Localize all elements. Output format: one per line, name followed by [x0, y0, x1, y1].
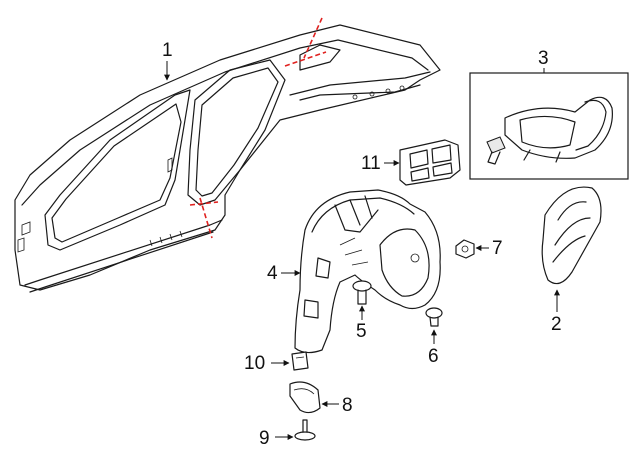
- svg-text:2: 2: [551, 314, 562, 335]
- cut-lines: [189, 17, 327, 239]
- callout-4: 4: [267, 263, 301, 284]
- callout-1: 1: [162, 40, 173, 81]
- svg-text:3: 3: [538, 48, 549, 69]
- body-side-panel: [14, 24, 441, 293]
- svg-text:9: 9: [259, 428, 270, 449]
- callout-9: 9: [259, 428, 294, 449]
- pressure-vent: [399, 139, 461, 186]
- splash-shield-8: [289, 381, 321, 414]
- svg-text:11: 11: [361, 153, 381, 174]
- fastener-6: [425, 307, 443, 327]
- svg-text:7: 7: [492, 238, 503, 259]
- callout-7: 7: [475, 238, 503, 259]
- svg-text:1: 1: [162, 40, 173, 61]
- callout-3: 3: [538, 48, 549, 73]
- svg-text:10: 10: [244, 353, 265, 374]
- fuel-door-housing-box: [469, 72, 629, 180]
- callout-5: 5: [356, 305, 367, 342]
- callout-2: 2: [551, 289, 562, 335]
- fastener-5: [352, 280, 372, 305]
- svg-text:4: 4: [267, 263, 278, 284]
- fastener-7: [455, 239, 475, 259]
- callout-11: 11: [361, 153, 400, 174]
- wheelhouse-liner: [294, 189, 441, 354]
- callout-6: 6: [428, 329, 439, 367]
- callout-8: 8: [321, 395, 353, 416]
- svg-text:5: 5: [356, 321, 367, 342]
- screw-9: [294, 419, 316, 441]
- callout-10: 10: [244, 353, 290, 374]
- svg-text:8: 8: [342, 395, 353, 416]
- clip-10: [291, 351, 309, 371]
- svg-text:6: 6: [428, 346, 439, 367]
- fuel-door: [541, 186, 602, 285]
